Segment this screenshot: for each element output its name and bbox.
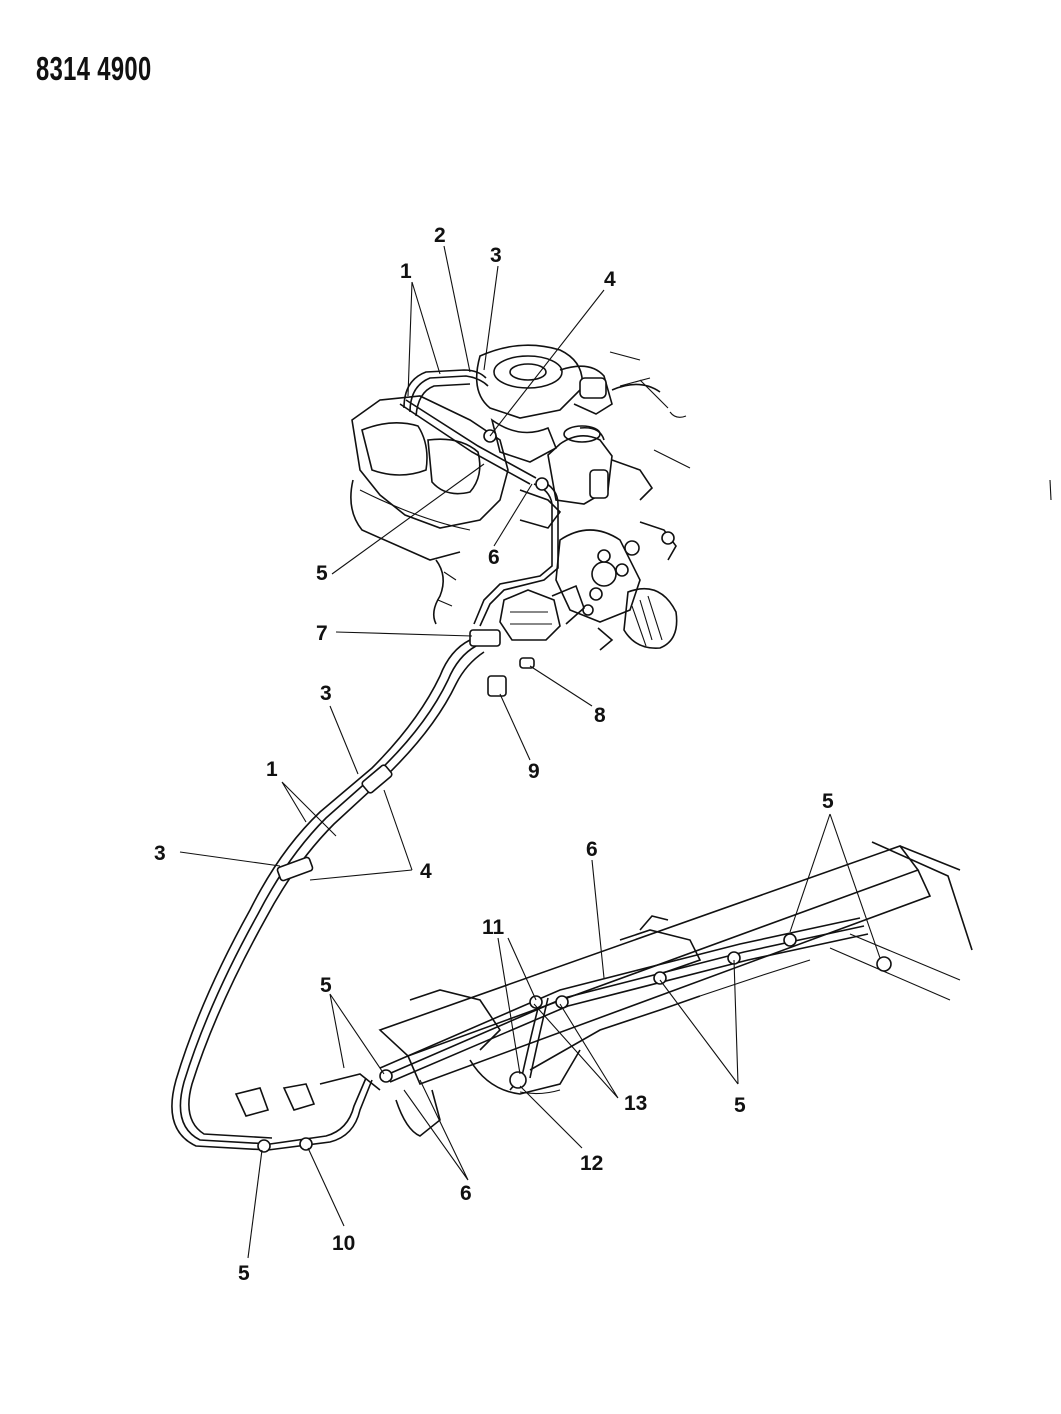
- clip-10: [299, 1137, 313, 1151]
- diagram-code: 8314 4900: [36, 50, 152, 87]
- fitting-9: [487, 675, 507, 697]
- leader-lines: [179, 245, 881, 1259]
- clip-upper: [361, 764, 393, 794]
- callout-13: 13: [624, 1092, 647, 1115]
- clip-5-rail-a: [653, 971, 667, 985]
- fitting-12: [509, 1071, 527, 1089]
- clip-6-engine: [535, 477, 549, 491]
- callout-2-top: 2: [434, 224, 446, 247]
- engine-assembly: [350, 344, 691, 651]
- callout-1-mid: 1: [266, 758, 278, 781]
- clip-5-left: [379, 1069, 393, 1083]
- callout-7: 7: [316, 622, 328, 645]
- hardware: [257, 429, 892, 1153]
- callout-3-mid-lower: 3: [154, 842, 166, 865]
- callout-3-top: 3: [490, 244, 502, 267]
- callout-5-bottom: 5: [238, 1262, 250, 1285]
- callout-5-engine: 5: [316, 562, 328, 585]
- callout-1-top: 1: [400, 260, 412, 283]
- frame-rail: [234, 841, 973, 1137]
- callout-10: 10: [332, 1232, 355, 1255]
- callout-6-rail: 6: [586, 838, 598, 861]
- callout-6-lower: 6: [460, 1182, 472, 1205]
- callout-11: 11: [482, 916, 505, 939]
- callout-5-left: 5: [320, 974, 332, 997]
- callout-4-mid: 4: [420, 860, 432, 883]
- callout-8: 8: [594, 704, 606, 727]
- callout-9: 9: [528, 760, 540, 783]
- callout-12: 12: [580, 1152, 603, 1175]
- callout-3-mid-upper: 3: [320, 682, 332, 705]
- clip-5-rail-d: [876, 956, 892, 972]
- bracket-7: [469, 629, 501, 647]
- callout-4-top: 4: [604, 268, 616, 291]
- callout-6-engine: 6: [488, 546, 500, 569]
- callout-5-rear-top: 5: [822, 790, 834, 813]
- clip-5-bottom: [257, 1139, 271, 1153]
- scan-mark: [1049, 479, 1052, 501]
- clip-5-rail-c: [783, 933, 797, 947]
- fitting-8: [519, 657, 535, 669]
- callout-labels: 1 2 3 4 5 6 7 8 9 3 1 3 4 5 6 11 5 13 5 …: [154, 224, 834, 1285]
- callout-5-rail-lower: 5: [734, 1094, 746, 1117]
- clip-lower: [276, 856, 314, 882]
- clip-11: [529, 995, 543, 1009]
